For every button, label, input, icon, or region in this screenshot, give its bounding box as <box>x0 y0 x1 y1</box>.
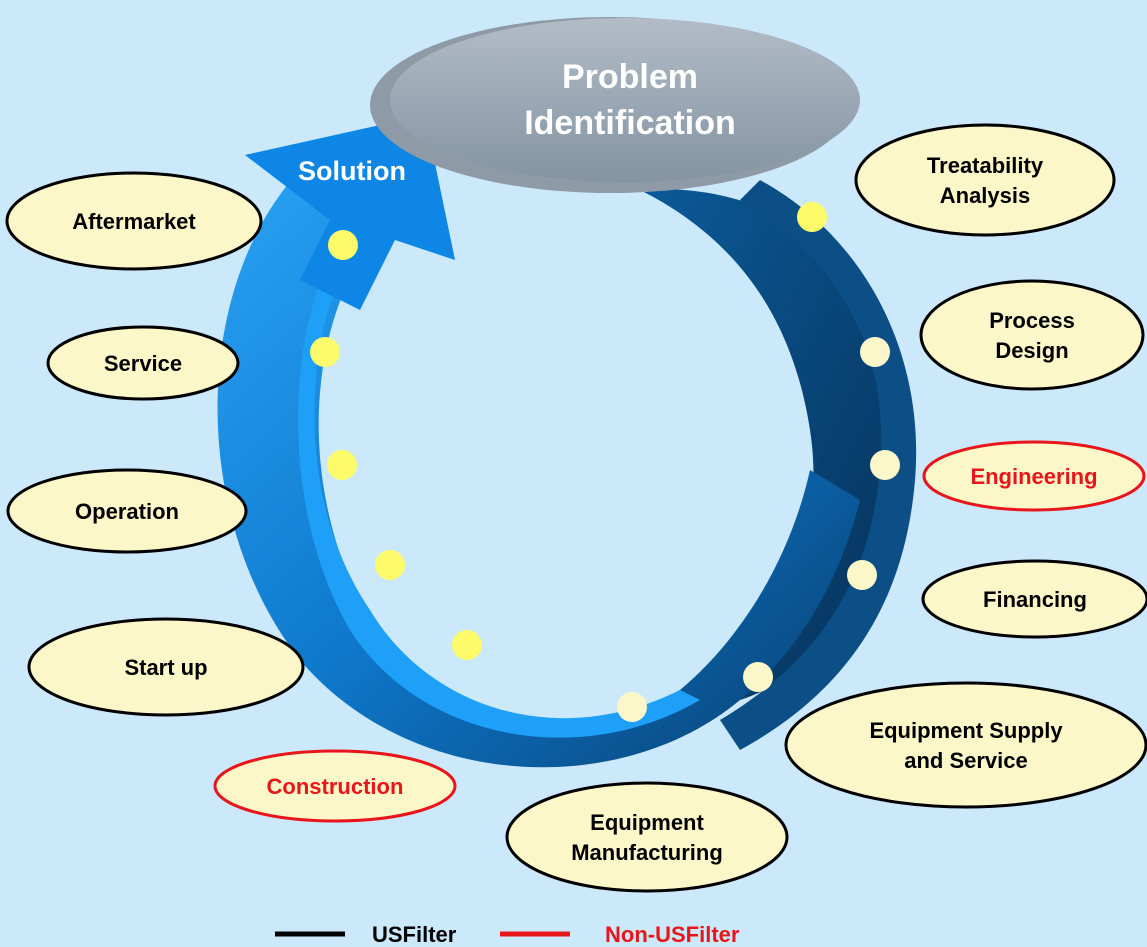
node-service: Service <box>46 325 240 401</box>
ring-dot <box>743 662 773 692</box>
legend: USFilter Non-USFilter <box>275 922 740 947</box>
node-aftermarket: Aftermarket <box>5 171 263 271</box>
node-ellipse <box>921 559 1147 639</box>
node-equipment-supply: Equipment Supply and Service <box>784 681 1147 809</box>
node-ellipse <box>46 325 240 401</box>
ring-dot <box>327 450 357 480</box>
node-label: Process <box>989 308 1075 333</box>
ring-dot <box>328 230 358 260</box>
node-label: Aftermarket <box>72 209 196 234</box>
ring-dot <box>452 630 482 660</box>
node-label: Start up <box>124 655 207 680</box>
node-ellipse <box>5 171 263 271</box>
ring-dot <box>617 692 647 722</box>
node-label: Engineering <box>970 464 1097 489</box>
node-label: Analysis <box>940 183 1031 208</box>
node-label: Service <box>104 351 182 376</box>
ring-back <box>640 189 913 720</box>
node-label: Construction <box>267 774 404 799</box>
node-ellipse <box>919 279 1145 391</box>
node-label: Operation <box>75 499 179 524</box>
node-ellipse <box>854 123 1116 237</box>
node-ellipse <box>505 781 789 893</box>
node-financing: Financing <box>921 559 1147 639</box>
ring-dots <box>310 202 900 722</box>
ring-dot <box>870 450 900 480</box>
node-ellipse <box>922 440 1146 512</box>
node-label: and Service <box>904 748 1028 773</box>
node-operation: Operation <box>6 468 248 554</box>
node-ellipse <box>6 468 248 554</box>
solution-arrow <box>245 115 455 310</box>
node-label: Treatability <box>927 153 1044 178</box>
problem-cap <box>390 18 860 182</box>
node-startup: Start up <box>27 617 305 717</box>
ring-right-band <box>720 180 917 750</box>
ring-dot <box>797 202 827 232</box>
solution-label: Solution <box>298 156 406 186</box>
node-construction: Construction <box>213 749 457 823</box>
node-label: Financing <box>983 587 1087 612</box>
node-label: Manufacturing <box>571 840 723 865</box>
node-ellipse <box>27 617 305 717</box>
ring-dot <box>847 560 877 590</box>
node-label: Design <box>995 338 1068 363</box>
ring-dot <box>310 337 340 367</box>
legend-label-usfilter: USFilter <box>372 922 457 947</box>
node-label: Equipment <box>590 810 704 835</box>
node-label: Equipment Supply <box>869 718 1063 743</box>
node-ellipse <box>213 749 457 823</box>
ring-front <box>217 170 860 768</box>
node-ellipse <box>784 681 1147 809</box>
node-engineering: Engineering <box>922 440 1146 512</box>
ring-dot <box>860 337 890 367</box>
problem-title-line1: Problem <box>562 58 698 96</box>
ring-dot <box>375 550 405 580</box>
legend-label-non_usfilter: Non-USFilter <box>605 922 740 947</box>
problem-title-line2: Identification <box>524 104 736 142</box>
